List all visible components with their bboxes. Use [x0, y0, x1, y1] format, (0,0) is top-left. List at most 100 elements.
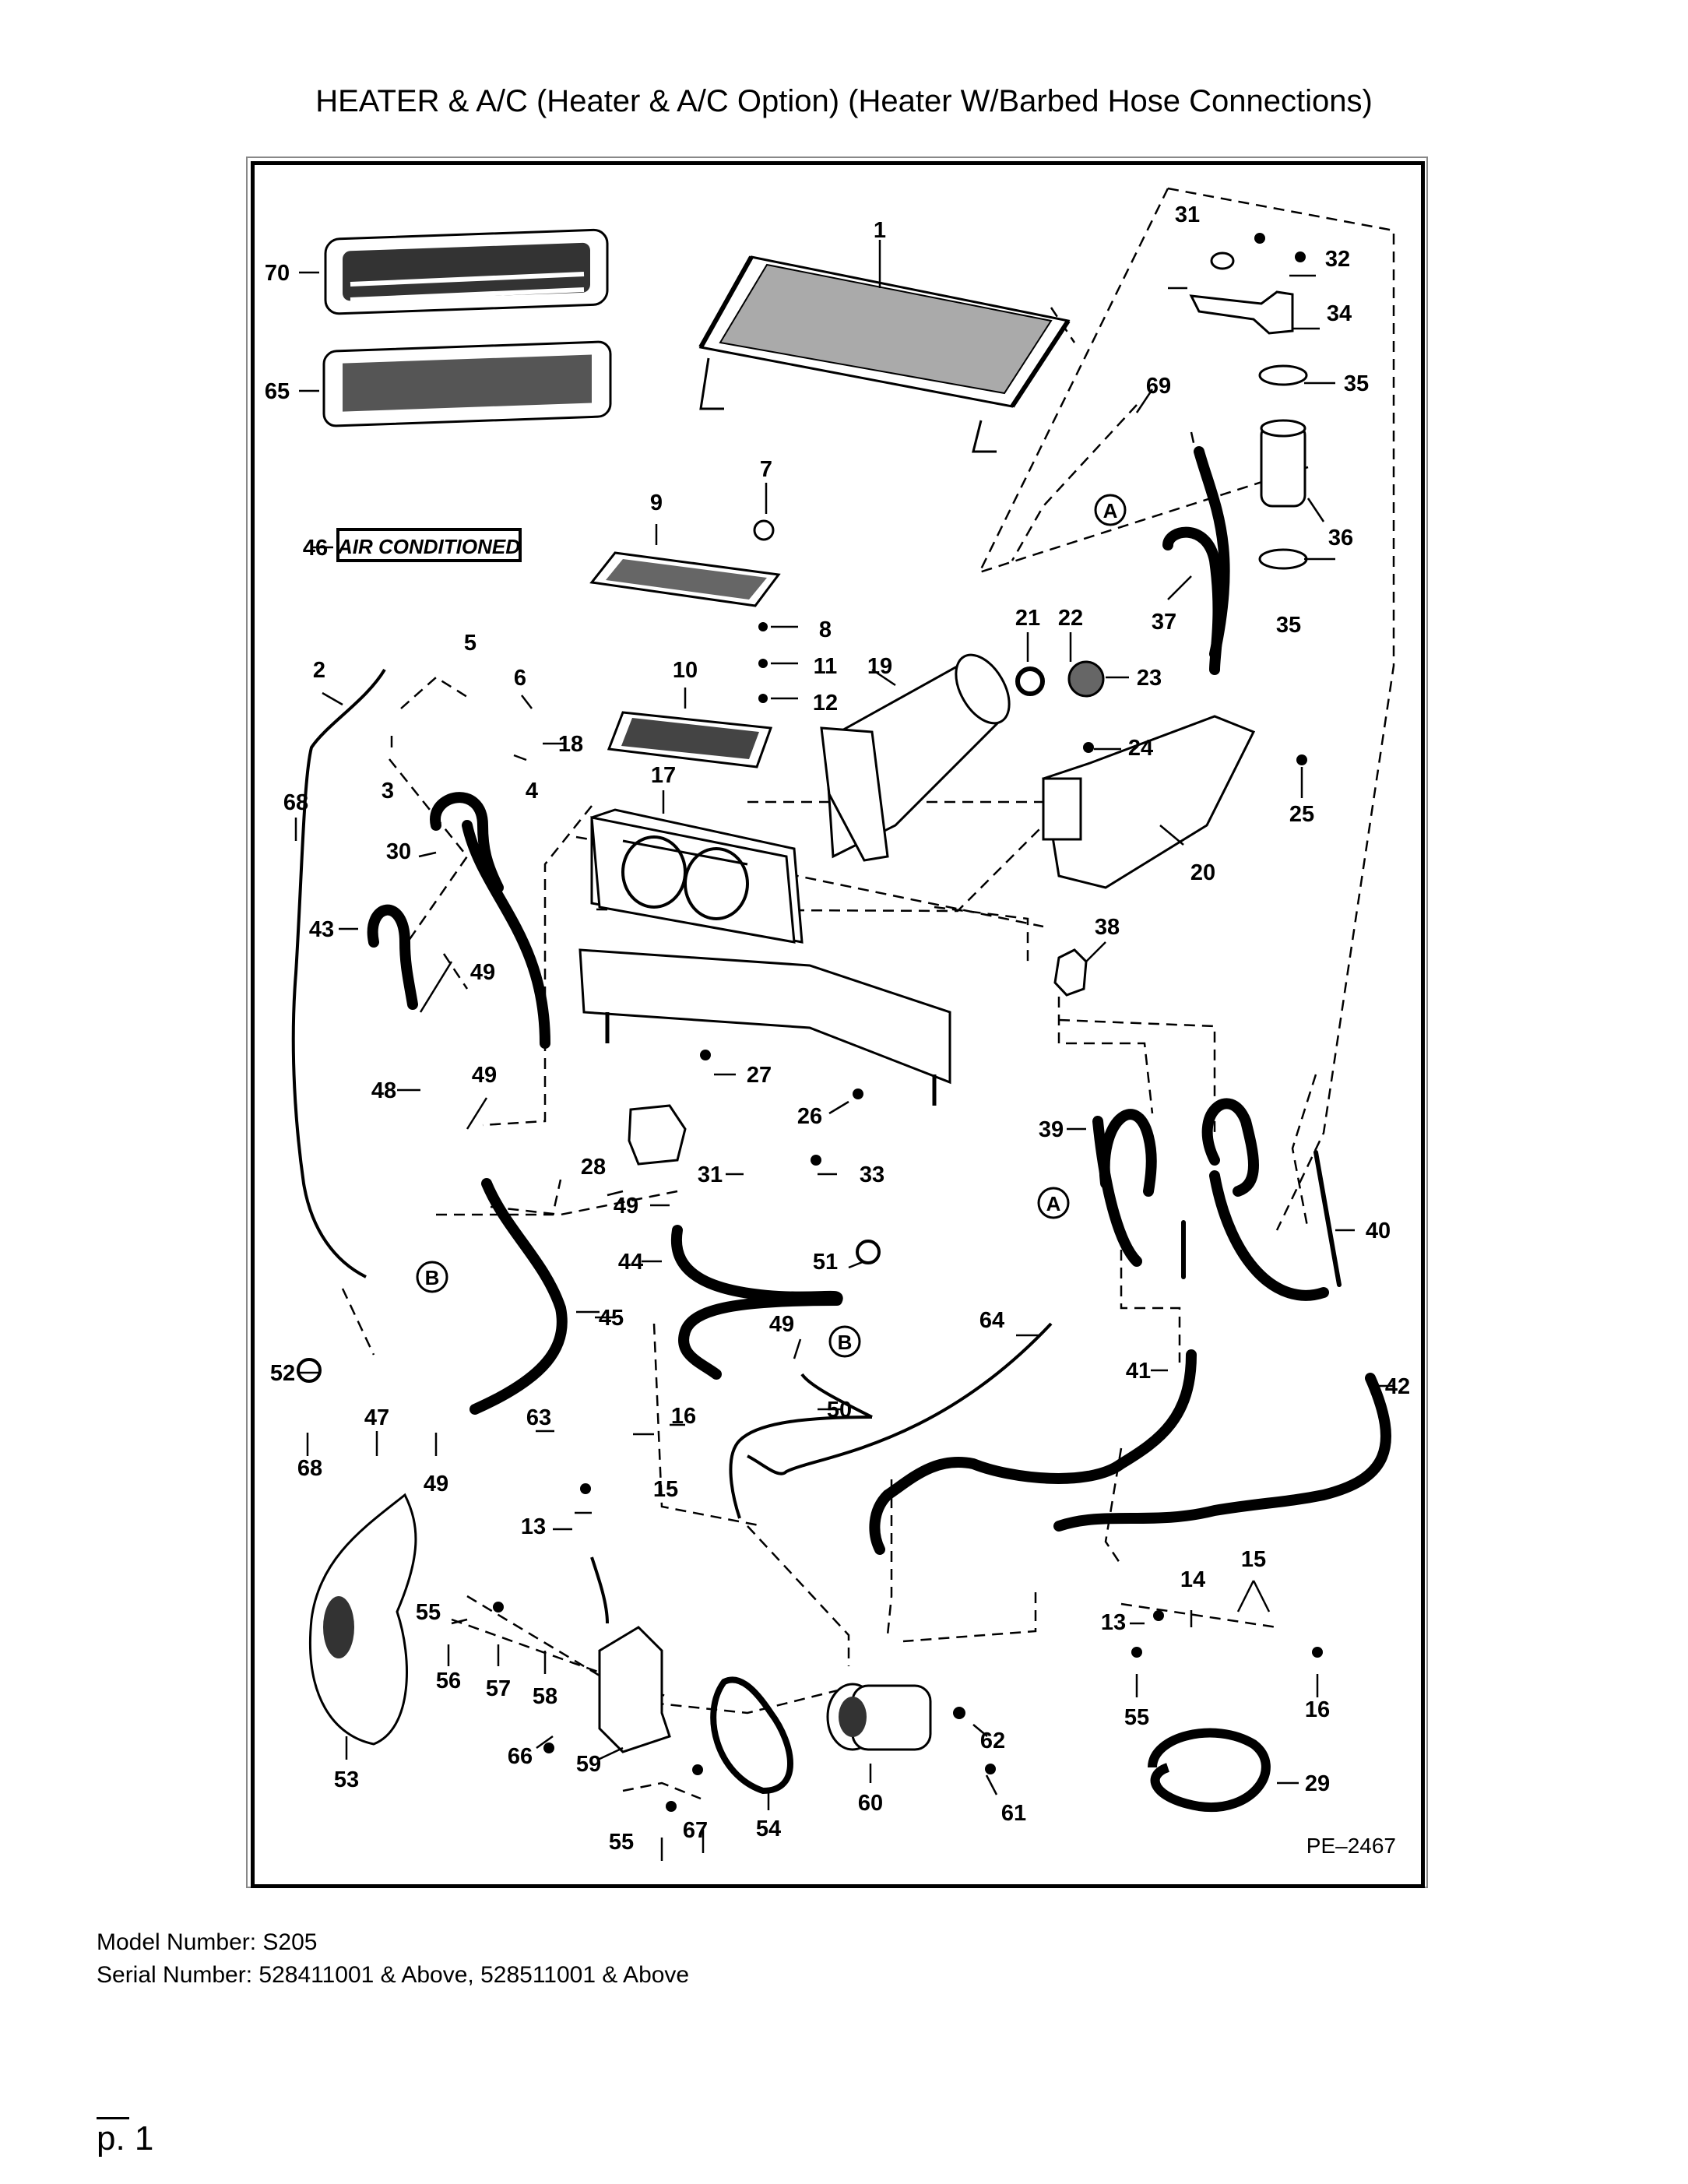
decal-text: AIR CONDITIONED — [337, 535, 520, 558]
callout-61: 61 — [1001, 1801, 1026, 1826]
callout-11: 11 — [814, 654, 838, 679]
callout-31b: 31 — [698, 1162, 723, 1187]
wiring — [291, 668, 1053, 1624]
connector-b-right — [828, 1325, 861, 1358]
connector-b-left-label: B — [425, 1266, 440, 1289]
callout-58: 58 — [533, 1684, 557, 1709]
part-28-resistor — [628, 1104, 687, 1166]
callout-13a: 13 — [521, 1514, 546, 1539]
callout-16a: 16 — [671, 1404, 696, 1429]
callout-49d: 49 — [769, 1312, 794, 1337]
callout-65: 65 — [265, 379, 290, 404]
callout-64: 64 — [979, 1308, 1004, 1333]
part-38-switch — [1053, 948, 1088, 997]
callout-35b: 35 — [1276, 613, 1301, 638]
part-29-drain-hose — [1148, 1728, 1271, 1813]
callout-9: 9 — [650, 491, 663, 515]
callout-14: 14 — [1180, 1567, 1205, 1592]
callout-labels: 1 2 3 4 5 6 7 8 9 10 11 12 13 13 14 15 1… — [265, 202, 1410, 1855]
serial-number: Serial Number: 528411001 & Above, 528511… — [97, 1962, 690, 1988]
part-54-belt — [710, 1676, 793, 1795]
part-65-filter — [322, 340, 612, 427]
callout-29: 29 — [1305, 1771, 1330, 1796]
callout-40: 40 — [1366, 1219, 1391, 1243]
callout-68a: 68 — [283, 790, 308, 815]
part-19-duct — [820, 653, 1011, 862]
callout-46: 46 — [303, 536, 328, 561]
callout-27: 27 — [747, 1063, 772, 1088]
callout-22: 22 — [1058, 606, 1083, 631]
callout-24: 24 — [1128, 736, 1153, 761]
callout-10: 10 — [673, 658, 698, 683]
callout-25: 25 — [1289, 802, 1314, 827]
callout-49c: 49 — [614, 1194, 638, 1219]
callout-36: 36 — [1328, 526, 1353, 550]
callout-55c: 55 — [609, 1830, 634, 1855]
callout-5: 5 — [464, 631, 477, 656]
connector-markers: A A B B — [416, 494, 1127, 1358]
callout-18: 18 — [558, 732, 583, 757]
callout-41: 41 — [1126, 1359, 1151, 1384]
callout-56: 56 — [436, 1669, 461, 1693]
callout-50: 50 — [827, 1398, 852, 1423]
callout-28: 28 — [581, 1155, 606, 1180]
part-59-cover — [598, 1626, 671, 1753]
callout-15a: 15 — [653, 1477, 678, 1502]
callout-16b: 16 — [1305, 1697, 1330, 1722]
callout-66: 66 — [508, 1744, 533, 1769]
callout-68b: 68 — [297, 1456, 322, 1481]
callout-55a: 55 — [416, 1600, 441, 1625]
callout-60: 60 — [858, 1791, 883, 1816]
connector-a-top — [1094, 494, 1127, 526]
callout-44: 44 — [618, 1250, 643, 1275]
callout-49a: 49 — [470, 960, 495, 985]
part-20-duct — [1042, 715, 1256, 889]
callout-43: 43 — [309, 917, 334, 942]
callout-59: 59 — [576, 1752, 601, 1777]
callout-33: 33 — [860, 1162, 884, 1187]
callout-30: 30 — [386, 839, 411, 864]
callout-19: 19 — [867, 654, 892, 679]
callout-26: 26 — [797, 1104, 822, 1129]
callout-1: 1 — [874, 218, 886, 243]
part-53-fan-shroud — [309, 1493, 417, 1746]
callout-34: 34 — [1327, 301, 1352, 326]
callout-39: 39 — [1039, 1117, 1064, 1142]
part-46-decal: AIR CONDITIONED — [336, 528, 522, 562]
callout-49b: 49 — [472, 1063, 497, 1088]
part-9-louver — [589, 551, 781, 607]
drawing-id: PE–2467 — [1306, 1834, 1396, 1858]
leader-lines — [294, 240, 1394, 1861]
callout-4: 4 — [526, 779, 538, 804]
part-21-22-23-rings — [1015, 660, 1105, 698]
callout-55b: 55 — [1124, 1705, 1149, 1730]
diagram-border — [251, 161, 1425, 1888]
callout-67: 67 — [683, 1818, 708, 1843]
callout-6: 6 — [514, 666, 526, 691]
callout-53: 53 — [334, 1767, 359, 1792]
part-70-vent-grille — [324, 228, 609, 315]
page-title: HEATER & A/C (Heater & A/C Option) (Heat… — [315, 84, 1373, 118]
callout-54: 54 — [756, 1816, 781, 1841]
part-34-bracket — [1189, 251, 1294, 335]
part-10-filter-small — [607, 711, 773, 768]
connector-a-bottom-label: A — [1046, 1192, 1061, 1215]
callout-52: 52 — [270, 1361, 295, 1386]
connector-a-top-label: A — [1103, 499, 1118, 522]
callout-23: 23 — [1137, 666, 1162, 691]
callout-42: 42 — [1385, 1374, 1410, 1399]
callout-49e: 49 — [424, 1472, 448, 1496]
callout-63: 63 — [526, 1405, 551, 1430]
fasteners — [297, 233, 1323, 1812]
callout-2: 2 — [313, 658, 325, 683]
callout-37: 37 — [1152, 610, 1176, 635]
part-1-condenser — [698, 255, 1071, 453]
callout-35a: 35 — [1344, 371, 1369, 396]
callout-69: 69 — [1146, 374, 1171, 399]
callout-3: 3 — [382, 779, 394, 804]
callout-12: 12 — [813, 691, 838, 716]
assembly-dashed-lines — [341, 187, 1395, 1800]
callout-7: 7 — [760, 457, 772, 482]
part-36-receiver-drier — [1258, 364, 1308, 570]
